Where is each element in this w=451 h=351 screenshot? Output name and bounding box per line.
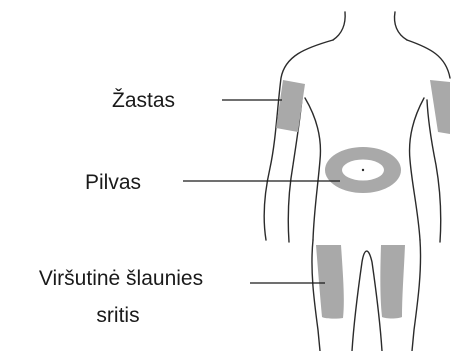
thigh-label-line1: Viršutinė šlaunies — [39, 267, 203, 290]
left-thigh-region — [316, 245, 344, 319]
right-arm-outer-line — [407, 40, 450, 78]
right-thigh-region — [380, 245, 405, 319]
neck-right-line — [395, 12, 408, 40]
crotch-line — [352, 251, 382, 351]
right-leg-outer-line — [412, 240, 421, 351]
upper-arm-label: Žastas — [112, 89, 175, 112]
left-torso-line — [305, 98, 320, 240]
abdomen-label: Pilvas — [85, 171, 141, 194]
right-torso-line — [410, 98, 424, 240]
left-arm-outer-line — [264, 40, 333, 240]
right-upper-arm-region — [430, 80, 450, 134]
neck-left-line — [333, 12, 345, 40]
navel-dot — [362, 169, 364, 171]
thigh-label-line2: sritis — [96, 304, 139, 327]
